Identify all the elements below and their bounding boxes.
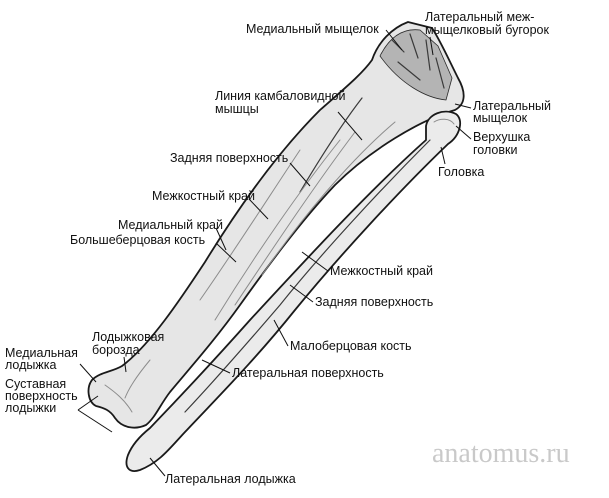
label-lateral-malleolus: Латеральная лодыжка (165, 472, 296, 486)
tibia-distal-shading (104, 359, 151, 413)
label-soleal-line-line2: мышцы (215, 102, 259, 116)
leader-fibula-interosseous-border (301, 251, 329, 272)
label-medial-border: Медиальный край (118, 218, 223, 232)
leader-articular-surface-upper (77, 395, 99, 411)
label-lateral-condyle-line1: Латеральный (473, 99, 551, 113)
leader-lateral-malleolus (149, 457, 166, 477)
label-lateral-condyle-line2: мыщелок (473, 111, 528, 125)
label-medial-malleolus-line2: лодыжка (5, 358, 56, 372)
label-malleolar-groove-line2: борозда (92, 343, 140, 357)
fibula-head-shading (433, 118, 455, 125)
leader-head-apex (455, 125, 472, 140)
label-articular-surface-line1: Суставная (5, 377, 66, 391)
fibula-outline (125, 110, 462, 472)
tibia-shaft-shading (199, 121, 396, 321)
leader-fibula (273, 319, 289, 347)
tibia-condyle-texture (391, 33, 445, 89)
leader-soleal-line (337, 111, 363, 141)
label-head: Головка (438, 165, 484, 179)
label-tibia-interosseous-border: Межкостный край (152, 189, 255, 203)
label-articular-surface-line3: лодыжки (5, 401, 56, 415)
label-fibula: Малоберцовая кость (290, 339, 412, 353)
label-lateral-intercondylar-tubercle-line1: Латеральный меж- (425, 10, 534, 24)
label-fibula-interosseous-border: Межкостный край (330, 264, 433, 278)
label-lateral-intercondylar-tubercle-line2: мыщелковый бугорок (425, 23, 549, 37)
leader-tibia-interosseous-border (248, 198, 269, 220)
leader-tibia-posterior-surface (289, 162, 311, 187)
labels: Медиальный мыщелок Латеральный меж- мыще… (5, 10, 551, 486)
label-fibula-posterior-surface: Задняя поверхность (315, 295, 433, 309)
label-malleolar-groove-line1: Лодыжковая (92, 330, 164, 344)
leader-medial-malleolus (79, 363, 97, 383)
tibia-drawing (87, 21, 465, 429)
leader-lines (77, 29, 472, 477)
tibia-condyle-shading (379, 29, 453, 101)
label-medial-condyle: Медиальный мыщелок (246, 22, 379, 36)
label-tibia-posterior-surface: Задняя поверхность (170, 151, 288, 165)
leader-malleolar-groove (123, 356, 127, 373)
tibia-outline (87, 21, 465, 429)
leader-medial-condyle (385, 29, 403, 51)
fibula-crest-line (184, 139, 431, 413)
leader-lateral-condyle (454, 103, 472, 109)
leader-tibia (215, 242, 237, 263)
leader-lateral-surface (201, 359, 231, 374)
leader-lateral-intercondylar-tubercle (429, 36, 434, 56)
label-medial-malleolus-line1: Медиальная (5, 346, 78, 360)
label-head-apex-line1: Верхушка (473, 130, 530, 144)
label-soleal-line-line1: Линия камбаловидной (215, 89, 345, 103)
label-head-apex-line2: головки (473, 143, 517, 157)
leader-medial-border (215, 227, 227, 251)
fibula-drawing (125, 110, 462, 472)
leader-fibula-posterior-surface (289, 284, 314, 303)
label-lateral-surface: Латеральная поверхность (232, 366, 384, 380)
soleal-line-mark (299, 97, 363, 193)
leader-articular-surface-lower (77, 409, 113, 433)
leader-head (440, 146, 446, 165)
label-articular-surface-line2: поверхность (5, 389, 78, 403)
watermark: anatomus.ru (432, 438, 570, 469)
label-tibia: Большеберцовая кость (70, 233, 205, 247)
